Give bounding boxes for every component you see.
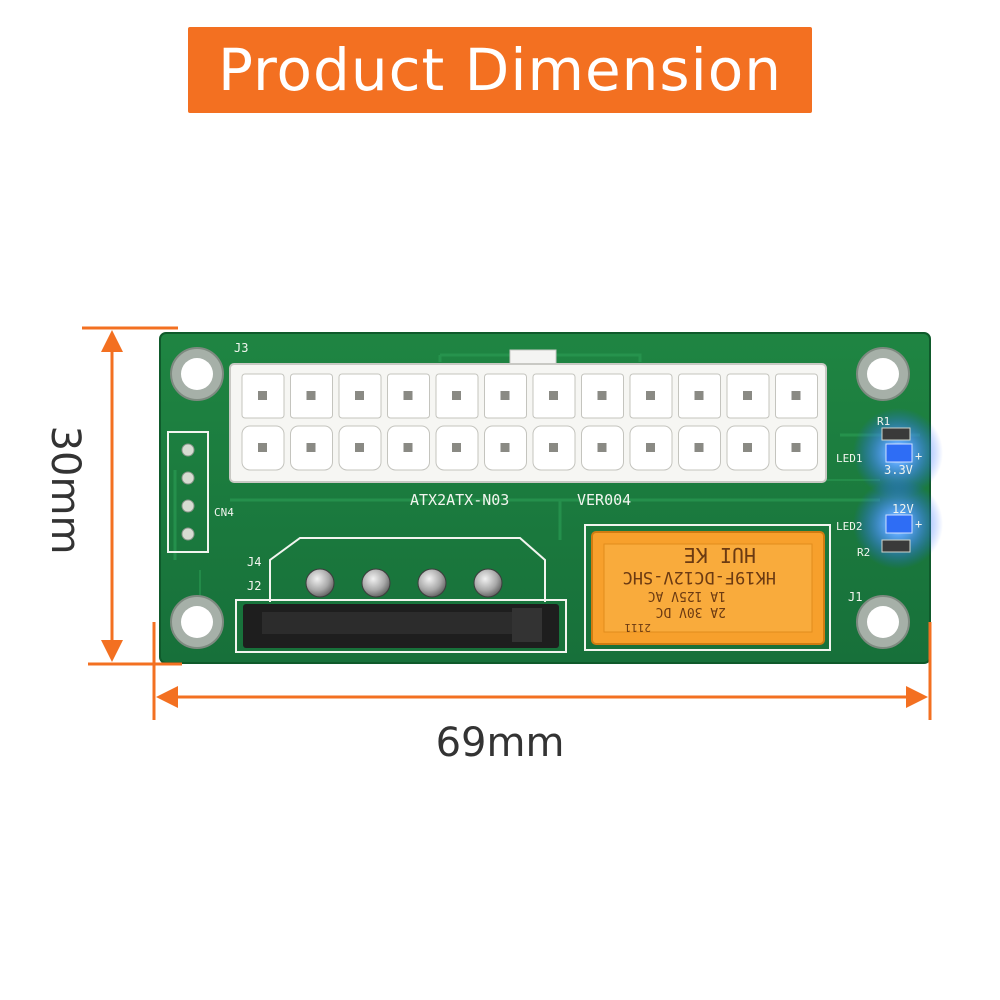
mounting-hole-bottom-left: [170, 595, 224, 649]
relay-model: HK19F-DC12V-SHC: [622, 567, 776, 587]
pin-contact: [306, 443, 316, 452]
pin-contact: [549, 443, 558, 452]
mounting-hole-top-right: [856, 347, 910, 401]
relay-brand: HUI KE: [684, 543, 756, 567]
pin-contact: [743, 443, 752, 452]
cn4-header: [167, 431, 209, 553]
pin-contact: [549, 391, 558, 400]
label-12v: 12V: [892, 502, 914, 516]
pin-contact: [452, 391, 461, 400]
relay-rating-2: 2A 30V DC: [656, 604, 726, 619]
pin-contact: [743, 391, 752, 400]
label-r1: R1: [877, 415, 890, 428]
label-version: VER004: [577, 491, 631, 509]
pin-contact: [258, 391, 267, 400]
mounting-hole-top-left: [170, 347, 224, 401]
pin-contact: [597, 391, 607, 400]
mounting-hole-bottom-right: [856, 595, 910, 649]
label-j1: J1: [848, 590, 862, 604]
label-led2: LED2: [836, 520, 863, 533]
resistor-r2: [881, 539, 911, 553]
led-2: [853, 479, 943, 569]
label-led1: LED1: [836, 452, 863, 465]
label-j3: J3: [234, 341, 248, 355]
pin-contact: [452, 443, 461, 452]
width-label: 69mm: [435, 720, 565, 766]
pin-contact: [403, 443, 413, 452]
width-dimension-line: [152, 622, 932, 720]
label-plus2: +: [915, 517, 922, 531]
pin-contact: [355, 391, 364, 400]
height-dimension-line: [82, 326, 182, 666]
label-j2: J2: [247, 579, 261, 593]
label-3v3: 3.3V: [884, 463, 913, 477]
label-model: ATX2ATX-N03: [410, 491, 509, 509]
pin-contact: [646, 391, 655, 400]
height-label: 30mm: [42, 425, 88, 555]
pin-contact: [694, 443, 704, 452]
sata-connector: [235, 599, 567, 653]
relay-code: 2111: [625, 621, 652, 634]
pin-contact: [791, 391, 801, 400]
pin-grid: [241, 373, 818, 471]
pin-contact: [403, 391, 413, 400]
pin-contact: [306, 391, 316, 400]
pin-contact: [791, 443, 801, 452]
j4-connector: [269, 537, 546, 602]
label-cn4: CN4: [214, 506, 234, 519]
relay: 2111 2A 30V DC 1A 125V AC HK19F-DC12V-SH…: [584, 524, 831, 651]
pin-contact: [500, 391, 510, 400]
pin-contact: [500, 443, 510, 452]
pin-contact: [258, 443, 267, 452]
label-plus1: +: [915, 449, 922, 463]
led-1: [853, 408, 943, 498]
title-banner: Product Dimension: [188, 27, 812, 113]
pin-contact: [597, 443, 607, 452]
pin-contact: [355, 443, 364, 452]
label-j4: J4: [247, 555, 261, 569]
resistor-r1: [881, 427, 911, 441]
banner-title: Product Dimension: [218, 36, 782, 104]
pin-contact: [646, 443, 655, 452]
pin-contact: [694, 391, 704, 400]
atx-24pin-connector: [229, 349, 827, 483]
label-r2: R2: [857, 546, 870, 559]
relay-rating-1: 1A 125V AC: [648, 588, 726, 603]
